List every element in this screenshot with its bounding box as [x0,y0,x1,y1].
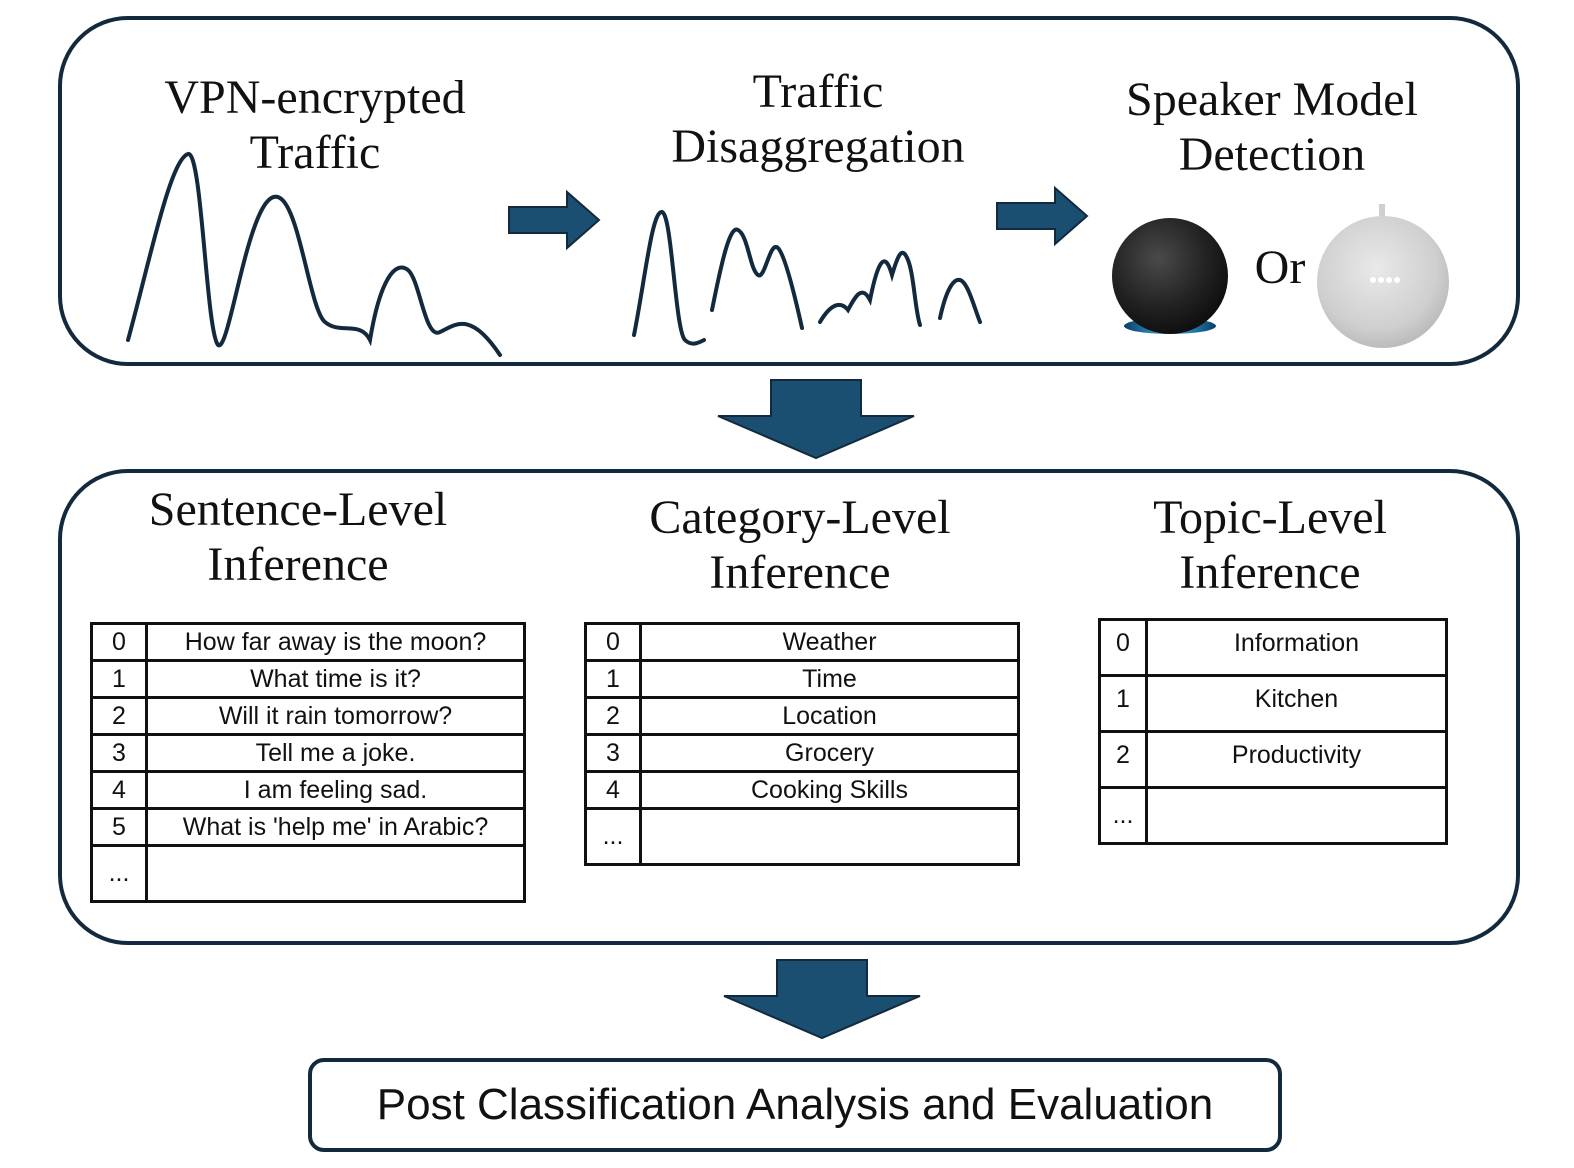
row-text [1145,786,1448,845]
row-index: 0 [1098,618,1148,677]
row-index: ... [1098,786,1148,845]
or-label: Or [1254,241,1306,294]
row-text: Cooking Skills [639,770,1020,810]
traffic-disaggregation-title: Traffic Disaggregation [671,65,965,174]
row-index: 0 [584,622,642,662]
vpn-traffic-waveform [126,151,502,357]
row-index: ... [90,844,148,903]
right-arrow-2 [996,185,1089,247]
row-text [639,807,1020,866]
category-level-title: Category-Level Inference [649,491,951,600]
row-index: 4 [90,770,148,810]
row-text: What time is it? [145,659,526,699]
table-row: ... [90,844,526,903]
table-row: ... [584,807,1020,866]
right-arrow-1 [508,189,601,251]
down-arrow-1 [717,379,915,460]
row-text: Productivity [1145,730,1448,789]
row-text: What is 'help me' in Arabic? [145,807,526,847]
row-index: 2 [584,696,642,736]
speaker-model-detection-title: Speaker Model Detection [1126,73,1418,182]
table-row: ... [1098,786,1448,845]
row-index: 5 [90,807,148,847]
row-text: Will it rain tomorrow? [145,696,526,736]
traffic-analysis-panel [58,16,1520,366]
row-index: ... [584,807,642,866]
row-index: 1 [1098,674,1148,733]
row-text: Information [1145,618,1448,677]
row-index: 1 [90,659,148,699]
down-arrow-2 [723,959,921,1040]
row-index: 4 [584,770,642,810]
row-text: Time [639,659,1020,699]
row-text: Grocery [639,733,1020,773]
sentence-level-title: Sentence-Level Inference [148,483,448,592]
topic-level-title: Topic-Level Inference [1153,491,1387,600]
row-index: 0 [90,622,148,662]
row-index: 3 [90,733,148,773]
disaggregated-waveforms [632,210,982,346]
row-text: Kitchen [1145,674,1448,733]
row-index: 2 [90,696,148,736]
echo-dot-speaker-image [1112,218,1228,334]
row-index: 1 [584,659,642,699]
vpn-traffic-title: VPN-encrypted Traffic [164,71,466,180]
google-home-mini-speaker-image [1317,204,1449,348]
row-index: 2 [1098,730,1148,789]
row-text: I am feeling sad. [145,770,526,810]
row-text: Weather [639,622,1020,662]
row-text: Tell me a joke. [145,733,526,773]
row-text [145,844,526,903]
row-index: 3 [584,733,642,773]
row-text: How far away is the moon? [145,622,526,662]
post-classification-box: Post Classification Analysis and Evaluat… [308,1058,1282,1152]
row-text: Location [639,696,1020,736]
post-classification-label: Post Classification Analysis and Evaluat… [376,1080,1214,1129]
